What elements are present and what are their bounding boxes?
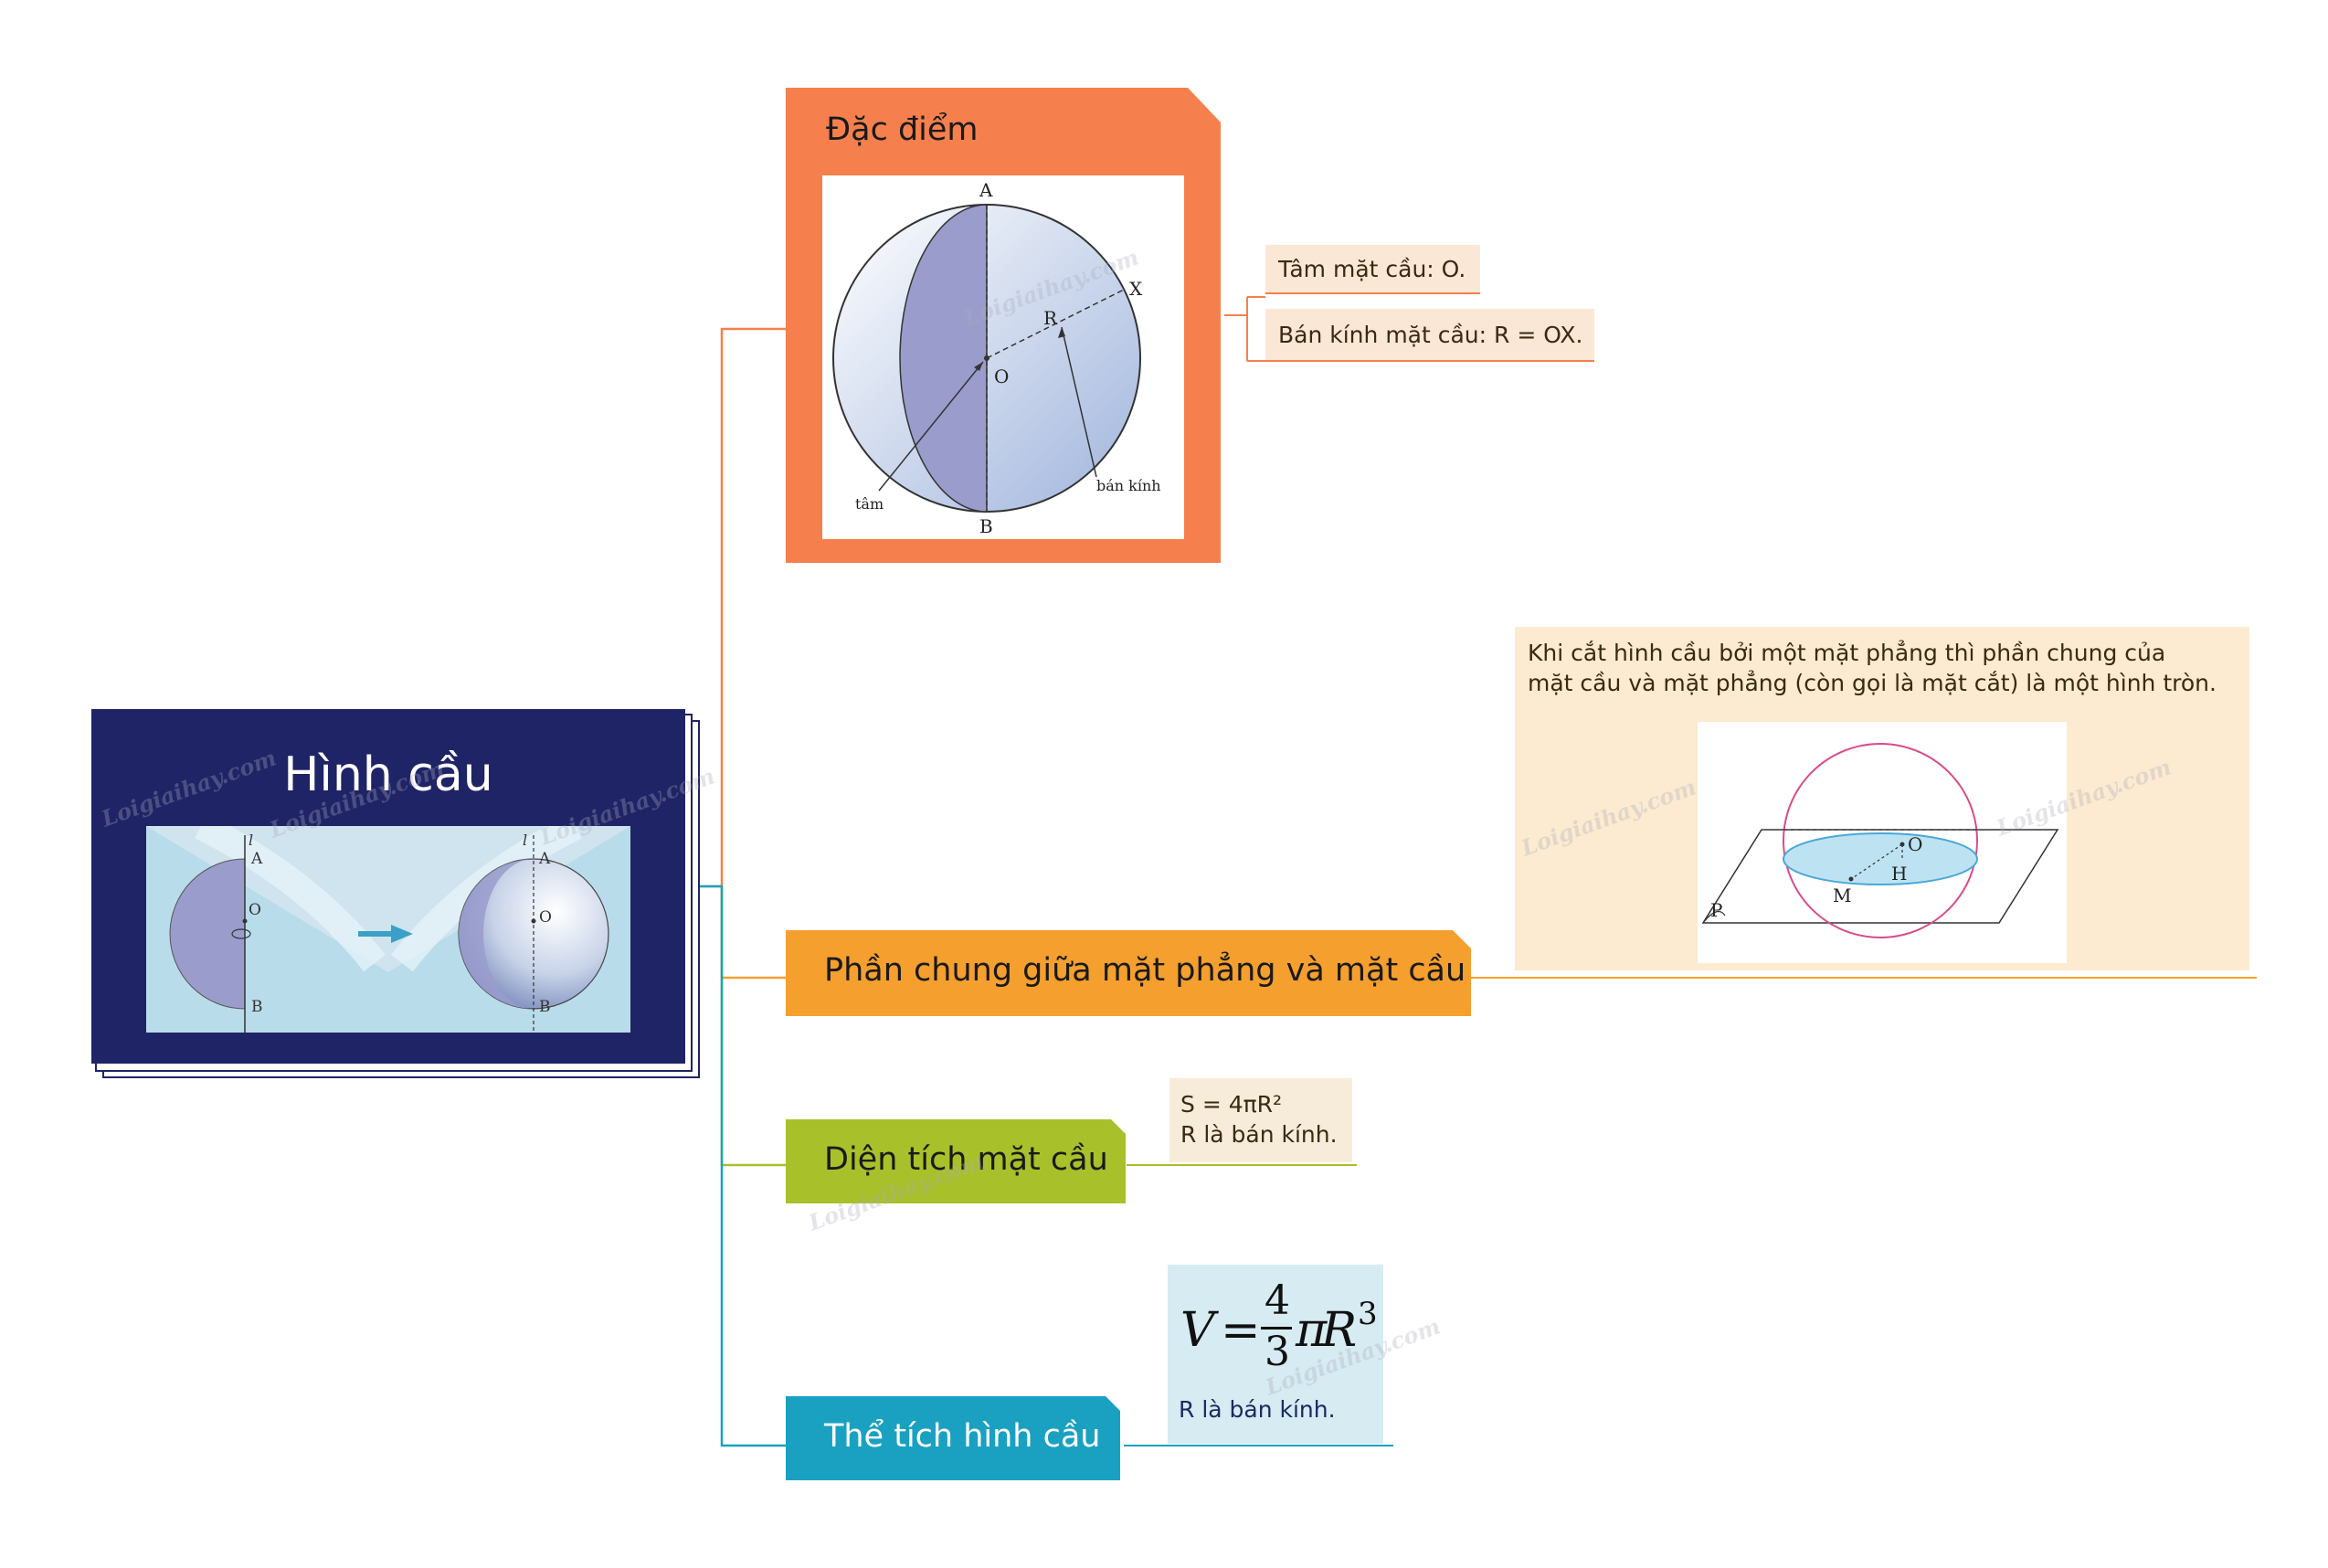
note-line-1: Khi cắt hình cầu bởi một mặt phẳng thì p… [1528, 640, 2166, 666]
label-o: O [994, 366, 1010, 387]
note-tam: Tâm mặt cầu: O. [1265, 245, 1480, 294]
branch-the-tich[interactable]: Thể tích hình cầu [786, 1396, 1120, 1480]
label-tam: tâm [855, 495, 884, 513]
note-the-tich: V = 4 3 π R 3 R là bán kính. [1168, 1265, 1383, 1444]
plane-section-figure: O H M P [1698, 722, 2067, 963]
fraction-bar [1261, 1327, 1292, 1330]
label-r: R [1043, 307, 1058, 329]
label-x: X [1129, 278, 1143, 300]
label-ban-kinh: bán kính [1096, 477, 1161, 494]
connector-notes-dac-diem [1224, 296, 1265, 362]
label-b-right: B [539, 998, 551, 1016]
note-ban-kinh: Bán kính mặt cầu: R = OX. [1265, 309, 1594, 362]
formula-surface: S = 4πR² [1180, 1091, 1283, 1118]
label-b-left: B [251, 998, 263, 1016]
branch-dien-tich-label: Diện tích mặt cầu [824, 1141, 1108, 1178]
connector-dien-tich [720, 886, 790, 1167]
label-l-right: l [523, 832, 528, 849]
branch-phan-chung-label: Phần chung giữa mặt phẳng và mặt cầu [824, 952, 1466, 989]
label-a-left: A [251, 850, 263, 868]
branch-phan-chung[interactable]: Phần chung giữa mặt phẳng và mặt cầu [786, 930, 1471, 1016]
connector-dac-diem [685, 327, 790, 888]
note-line-2: mặt cầu và mặt phẳng (còn gọi là mặt cắt… [1528, 670, 2217, 696]
rotation-figure: l A O B l A O B [146, 826, 630, 1033]
note-volume-radius: R là bán kính. [1179, 1396, 1336, 1423]
central-title: Hình cầu [283, 747, 493, 802]
branch-dac-diem[interactable]: Đặc điểm A B O R X tâm bán kính [786, 88, 1221, 563]
label-l-left: l [249, 832, 254, 849]
branch-dac-diem-label: Đặc điểm [826, 111, 979, 148]
label-b: B [979, 515, 993, 537]
label-h: H [1891, 863, 1908, 885]
label-m: M [1833, 885, 1852, 906]
label-p: P [1710, 899, 1723, 921]
note-mat-cat: Khi cắt hình cầu bởi một mặt phẳng thì p… [1515, 627, 2249, 970]
label-o-section: O [1908, 833, 1923, 855]
volume-formula: V = 4 3 π R 3 [1180, 1277, 1378, 1375]
connector-phan-chung [720, 886, 790, 980]
connector-the-tich [685, 885, 790, 1447]
label-a-right: A [539, 850, 551, 868]
note-dien-tich: S = 4πR² R là bán kính. [1169, 1078, 1352, 1162]
label-a: A [979, 179, 993, 201]
central-topic[interactable]: Hình cầu l [91, 709, 685, 1064]
note-radius: R là bán kính. [1180, 1121, 1338, 1148]
branch-the-tich-label: Thể tích hình cầu [824, 1418, 1101, 1455]
label-o-left: O [249, 901, 261, 919]
branch-dien-tich[interactable]: Diện tích mặt cầu [786, 1119, 1126, 1203]
label-o-right: O [539, 908, 552, 927]
sphere-figure: A B O R X tâm bán kính [822, 175, 1184, 539]
